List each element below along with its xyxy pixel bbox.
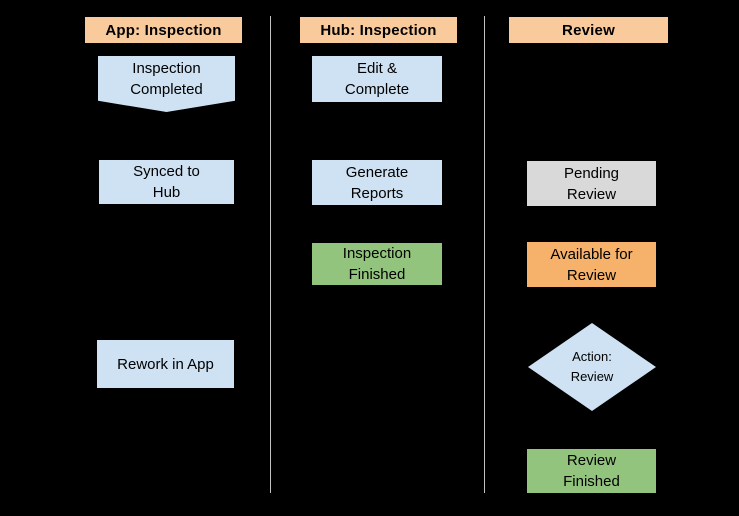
node-inspection-completed: Inspection Completed [98,56,235,112]
node-edit-and-complete: Edit & Complete [312,56,442,102]
lane-header-review: Review [509,17,668,43]
node-review-finished: Review Finished [527,449,656,493]
lane-divider-1 [270,16,271,493]
node-generate-reports: Generate Reports [312,160,442,205]
node-available-for-review: Available for Review [527,242,656,287]
lane-divider-2 [484,16,485,493]
lane-header-hub-inspection: Hub: Inspection [300,17,457,43]
node-inspection-finished: Inspection Finished [312,243,442,285]
node-rework-in-app: Rework in App [97,340,234,388]
node-action-review-decision: Action: Review [528,323,656,411]
lane-header-app-inspection: App: Inspection [85,17,242,43]
node-synced-to-hub: Synced to Hub [99,160,234,204]
node-pending-review: Pending Review [527,161,656,206]
